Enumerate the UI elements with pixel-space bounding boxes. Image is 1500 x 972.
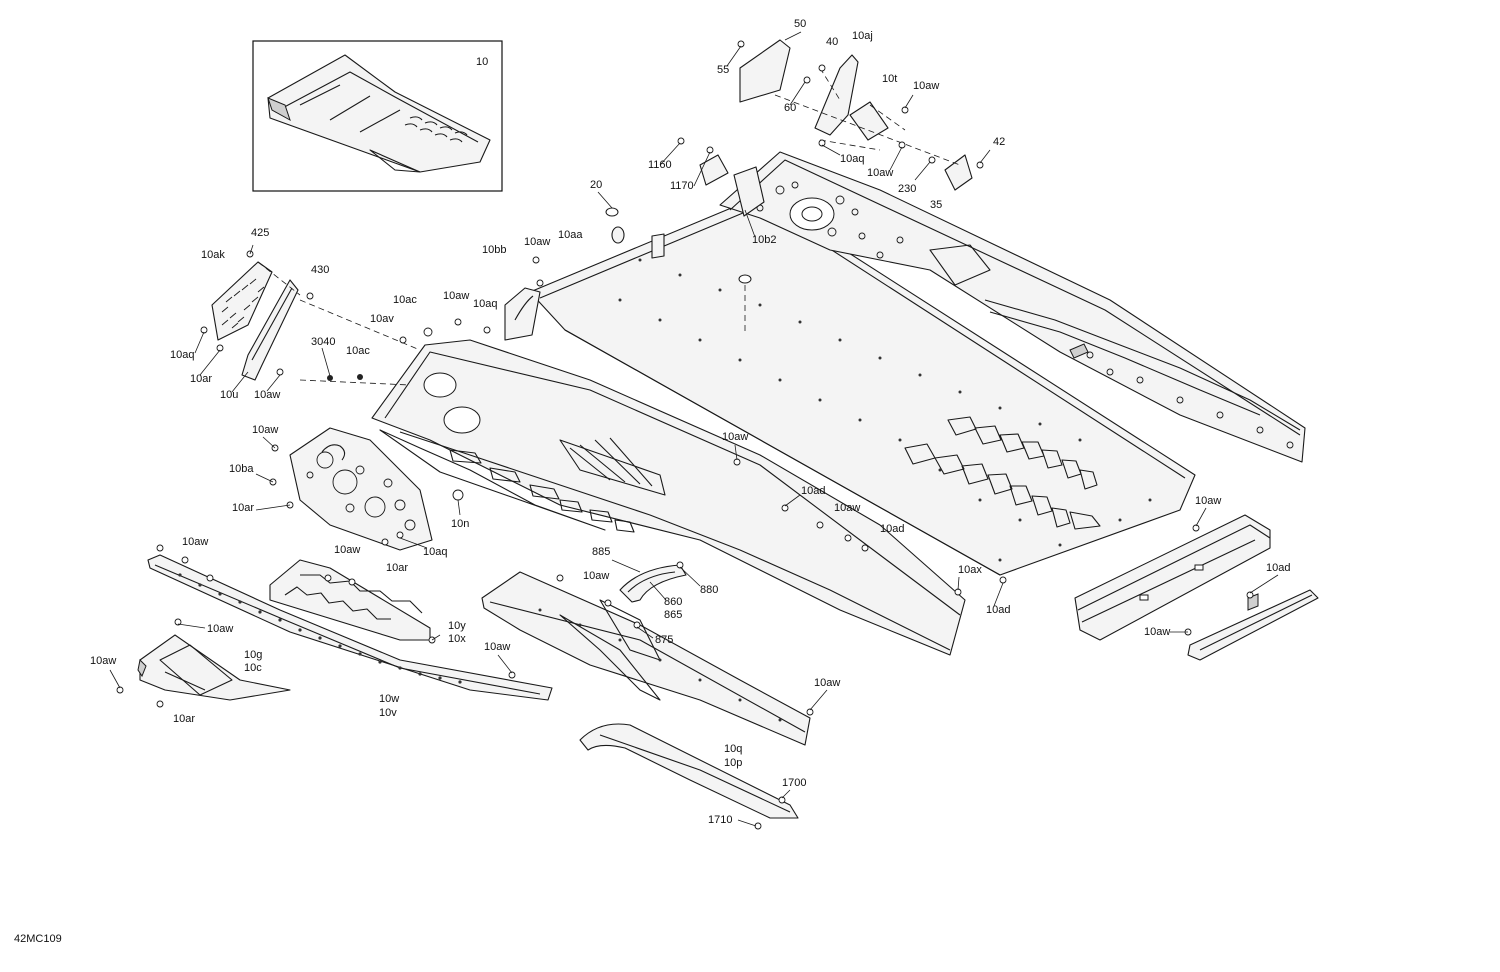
part-callout: 10v bbox=[379, 707, 397, 719]
part-callout: 10aw bbox=[443, 290, 469, 302]
lower-side-rail bbox=[481, 571, 811, 746]
part-callout: 40 bbox=[826, 36, 838, 48]
rear-cross-member bbox=[1074, 514, 1271, 641]
curved-runner bbox=[579, 723, 799, 819]
part-callout: 42 bbox=[993, 136, 1005, 148]
part-callout: 10aw bbox=[867, 167, 893, 179]
part-callout: 10aw bbox=[252, 424, 278, 436]
tunnel-vent-cutouts bbox=[904, 416, 1101, 530]
part-callout: 10c bbox=[244, 662, 262, 674]
part-callout: 1160 bbox=[648, 159, 672, 171]
part-callout: 10p bbox=[724, 757, 742, 769]
part-callout: 10ar bbox=[173, 713, 195, 725]
part-callout: 10ad bbox=[1266, 562, 1290, 574]
tunnel-rivet-holes bbox=[618, 258, 1152, 562]
part-callout: 10 bbox=[476, 56, 488, 68]
part-callout: 10ba bbox=[229, 463, 254, 475]
part-callout: 860 bbox=[664, 596, 682, 608]
part-callout: 10aw bbox=[90, 655, 116, 667]
handle-bracket bbox=[619, 564, 687, 603]
part-callout: 10ax bbox=[958, 564, 982, 576]
part-callout: 10ad bbox=[801, 485, 825, 497]
front-bumper-bar bbox=[147, 554, 553, 701]
part-callout: 20 bbox=[590, 179, 602, 191]
part-callout: 430 bbox=[311, 264, 329, 276]
part-callout: 10ac bbox=[393, 294, 417, 306]
part-callout: 10q bbox=[724, 743, 742, 755]
part-callout: 10g bbox=[244, 649, 262, 661]
part-callout: 10aw bbox=[524, 236, 550, 248]
part-callout: 10aw bbox=[1144, 626, 1170, 638]
part-callout: 10aw bbox=[583, 570, 609, 582]
part-callout: 10aw bbox=[834, 502, 860, 514]
part-callout: 60 bbox=[784, 102, 796, 114]
part-callout: 885 bbox=[592, 546, 610, 558]
part-callout: 10ar bbox=[386, 562, 408, 574]
part-callout: 10aj bbox=[852, 30, 873, 42]
part-callout: 10ac bbox=[346, 345, 370, 357]
part-callout: 55 bbox=[717, 64, 729, 76]
part-callout: 3040 bbox=[311, 336, 335, 348]
part-callout: 10ad bbox=[880, 523, 904, 535]
rail-holes bbox=[756, 181, 1294, 449]
part-callout: 10aw bbox=[1195, 495, 1221, 507]
part-callout: 10y bbox=[448, 620, 466, 632]
part-callout: 10aw bbox=[254, 389, 280, 401]
part-callout: 1170 bbox=[670, 180, 694, 192]
right-side-rail bbox=[699, 151, 1306, 463]
part-callout: 10aq bbox=[170, 349, 194, 361]
part-callout: 10w bbox=[379, 693, 399, 705]
part-callout: 10u bbox=[220, 389, 238, 401]
part-callout: 10n bbox=[451, 518, 469, 530]
part-callout: 230 bbox=[898, 183, 916, 195]
part-callout: 865 bbox=[664, 609, 682, 621]
leader-lines bbox=[109, 31, 1279, 827]
part-callout: 10aw bbox=[814, 677, 840, 689]
part-callout: 10aa bbox=[558, 229, 583, 241]
part-callout: 10av bbox=[370, 313, 394, 325]
part-callout: 875 bbox=[655, 634, 673, 646]
part-callout: 10ad bbox=[986, 604, 1010, 616]
part-callout: 10t bbox=[882, 73, 897, 85]
part-callout: 10aw bbox=[334, 544, 360, 556]
rear-small-bracket bbox=[1187, 589, 1319, 661]
part-callout: 10aq bbox=[473, 298, 497, 310]
left-rail-cutouts bbox=[449, 449, 635, 533]
part-callout: 10ar bbox=[232, 502, 254, 514]
part-callout: 10aw bbox=[207, 623, 233, 635]
part-callout: 10x bbox=[448, 633, 466, 645]
part-callout: 50 bbox=[794, 18, 806, 30]
part-callout: 425 bbox=[251, 227, 269, 239]
front-grille-bracket bbox=[211, 261, 299, 381]
part-callout: 1700 bbox=[782, 777, 806, 789]
lower-step-bracket bbox=[137, 634, 291, 701]
part-callout: 10ak bbox=[201, 249, 225, 261]
inset-frame-view bbox=[252, 40, 503, 192]
front-mount-plate bbox=[289, 427, 433, 551]
part-callout: 10aw bbox=[484, 641, 510, 653]
part-callout: 1710 bbox=[708, 814, 732, 826]
part-callout: 10aw bbox=[182, 536, 208, 548]
part-callout: 35 bbox=[930, 199, 942, 211]
part-callout: 10aw bbox=[913, 80, 939, 92]
part-callout: 880 bbox=[700, 584, 718, 596]
part-callout: 10ar bbox=[190, 373, 212, 385]
alignment-lines bbox=[257, 67, 961, 386]
part-callout: 10aq bbox=[423, 546, 447, 558]
part-callout: 10aq bbox=[840, 153, 864, 165]
fasteners bbox=[116, 40, 1254, 830]
left-side-rail bbox=[371, 287, 966, 656]
part-callout: 10bb bbox=[482, 244, 506, 256]
part-callout: 10aw bbox=[722, 431, 748, 443]
part-callout: 10b2 bbox=[752, 234, 776, 246]
diagram-code: 42MC109 bbox=[14, 933, 62, 945]
top-right-brackets bbox=[739, 39, 973, 191]
toothed-bracket bbox=[269, 559, 431, 641]
